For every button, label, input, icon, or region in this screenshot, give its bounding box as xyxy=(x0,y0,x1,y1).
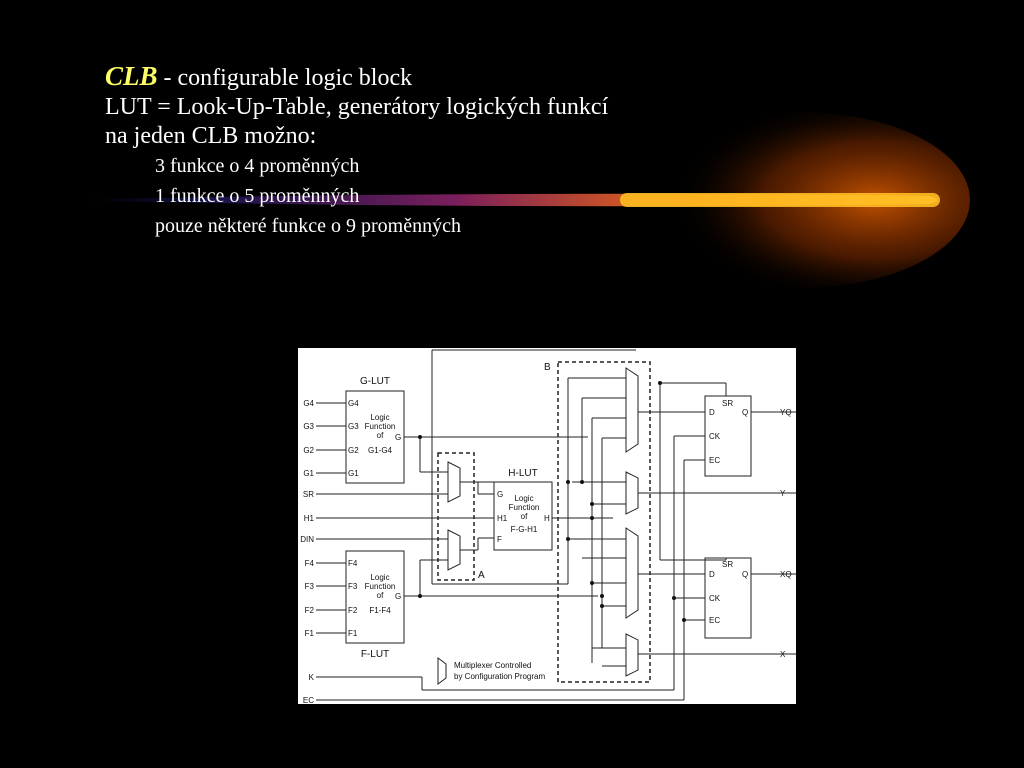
label-g2: G2 xyxy=(303,446,314,455)
h-lut-func-1: Logic xyxy=(514,494,533,503)
ff-bottom-ec: EC xyxy=(709,616,720,625)
label-f3: F3 xyxy=(305,582,315,591)
clb-term: CLB xyxy=(105,61,158,91)
g-lut-func-4: G1-G4 xyxy=(368,446,393,455)
h-lut-in-f: F xyxy=(497,535,502,544)
f-lut-func-4: F1-F4 xyxy=(369,606,391,615)
heading-definition: configurable logic block xyxy=(177,65,413,91)
label-sr: SR xyxy=(303,490,314,499)
label-g4: G4 xyxy=(303,399,314,408)
g-lut-out: G xyxy=(395,433,401,442)
h-lut-in-h1: H1 xyxy=(497,514,508,523)
region-b-label: B xyxy=(544,362,551,373)
output-xq: XQ xyxy=(780,570,792,579)
label-f4: F4 xyxy=(305,559,315,568)
bullet-1: 3 funkce o 4 proměnných xyxy=(155,155,360,177)
label-din: DIN xyxy=(300,535,314,544)
h-lut-out: H xyxy=(544,514,550,523)
label-f1: F1 xyxy=(305,629,315,638)
g-lut-func-3: of xyxy=(377,431,384,440)
label-h1: H1 xyxy=(304,514,315,523)
heading-dash: - xyxy=(157,65,178,91)
legend-line-2: by Configuration Program xyxy=(454,672,545,681)
f-lut-func-1: Logic xyxy=(370,573,389,582)
label-g3: G3 xyxy=(303,422,314,431)
ff-top-ec: EC xyxy=(709,456,720,465)
h-lut-box xyxy=(493,481,553,551)
ff-bottom-d: D xyxy=(709,570,715,579)
f-lut-in-f4: F4 xyxy=(348,559,358,568)
slide-text: CLB - configurable logic block LUT = Loo… xyxy=(105,62,608,241)
ff-top-d: D xyxy=(709,408,715,417)
region-a-label: A xyxy=(478,570,485,581)
ff-bottom-sr: SR xyxy=(722,560,733,569)
ff-top-q: Q xyxy=(742,408,748,417)
h-lut-func-2: Function xyxy=(509,503,540,512)
ff-bottom-q: Q xyxy=(742,570,748,579)
clb-diagram: G4 G3 G2 G1 SR H1 DIN F4 F3 F2 F1 K EC G… xyxy=(298,348,796,704)
h-lut-title: H-LUT xyxy=(508,468,537,479)
g-lut-title: G-LUT xyxy=(360,376,390,387)
ff-bottom-ck: CK xyxy=(709,594,721,603)
g-lut-in-g4: G4 xyxy=(348,399,359,408)
g-lut-in-g3: G3 xyxy=(348,422,359,431)
f-lut-out: G xyxy=(395,592,401,601)
output-yq: YQ xyxy=(780,408,792,417)
h-lut-func-4: F-G-H1 xyxy=(511,525,538,534)
ff-top-sr: SR xyxy=(722,399,733,408)
label-f2: F2 xyxy=(305,606,315,615)
region-a-box xyxy=(437,452,475,581)
g-lut-func-2: Function xyxy=(365,422,396,431)
slide-heading: CLB - configurable logic block xyxy=(105,62,608,93)
f-lut-in-f3: F3 xyxy=(348,582,358,591)
f-lut-title: F-LUT xyxy=(361,649,389,660)
f-lut-box xyxy=(345,550,405,644)
label-ec: EC xyxy=(303,696,314,704)
f-lut-in-f2: F2 xyxy=(348,606,358,615)
h-lut-in-g: G xyxy=(497,490,503,499)
per-clb-line: na jeden CLB možno: xyxy=(105,123,317,149)
bullet-3: pouze některé funkce o 9 proměnných xyxy=(155,215,461,237)
comet-decoration xyxy=(60,112,970,288)
f-lut-func-3: of xyxy=(377,591,384,600)
region-b-box xyxy=(557,361,651,683)
h-lut-func-3: of xyxy=(521,512,528,521)
output-y: Y xyxy=(780,489,786,498)
output-x: X xyxy=(780,650,786,659)
bullet-2: 1 funkce o 5 proměnných xyxy=(155,185,360,207)
f-lut-in-f1: F1 xyxy=(348,629,358,638)
legend-line-1: Multiplexer Controlled xyxy=(454,661,531,670)
g-lut-in-g2: G2 xyxy=(348,446,359,455)
label-g1: G1 xyxy=(303,469,314,478)
ff-top-ck: CK xyxy=(709,432,721,441)
label-k: K xyxy=(309,673,315,682)
g-lut-in-g1: G1 xyxy=(348,469,359,478)
clb-schematic: G4 G3 G2 G1 SR H1 DIN F4 F3 F2 F1 K EC G… xyxy=(300,349,796,704)
g-lut-func-1: Logic xyxy=(370,413,389,422)
lut-definition: LUT = Look-Up-Table, generátory logickýc… xyxy=(105,94,609,120)
f-lut-func-2: Function xyxy=(365,582,396,591)
